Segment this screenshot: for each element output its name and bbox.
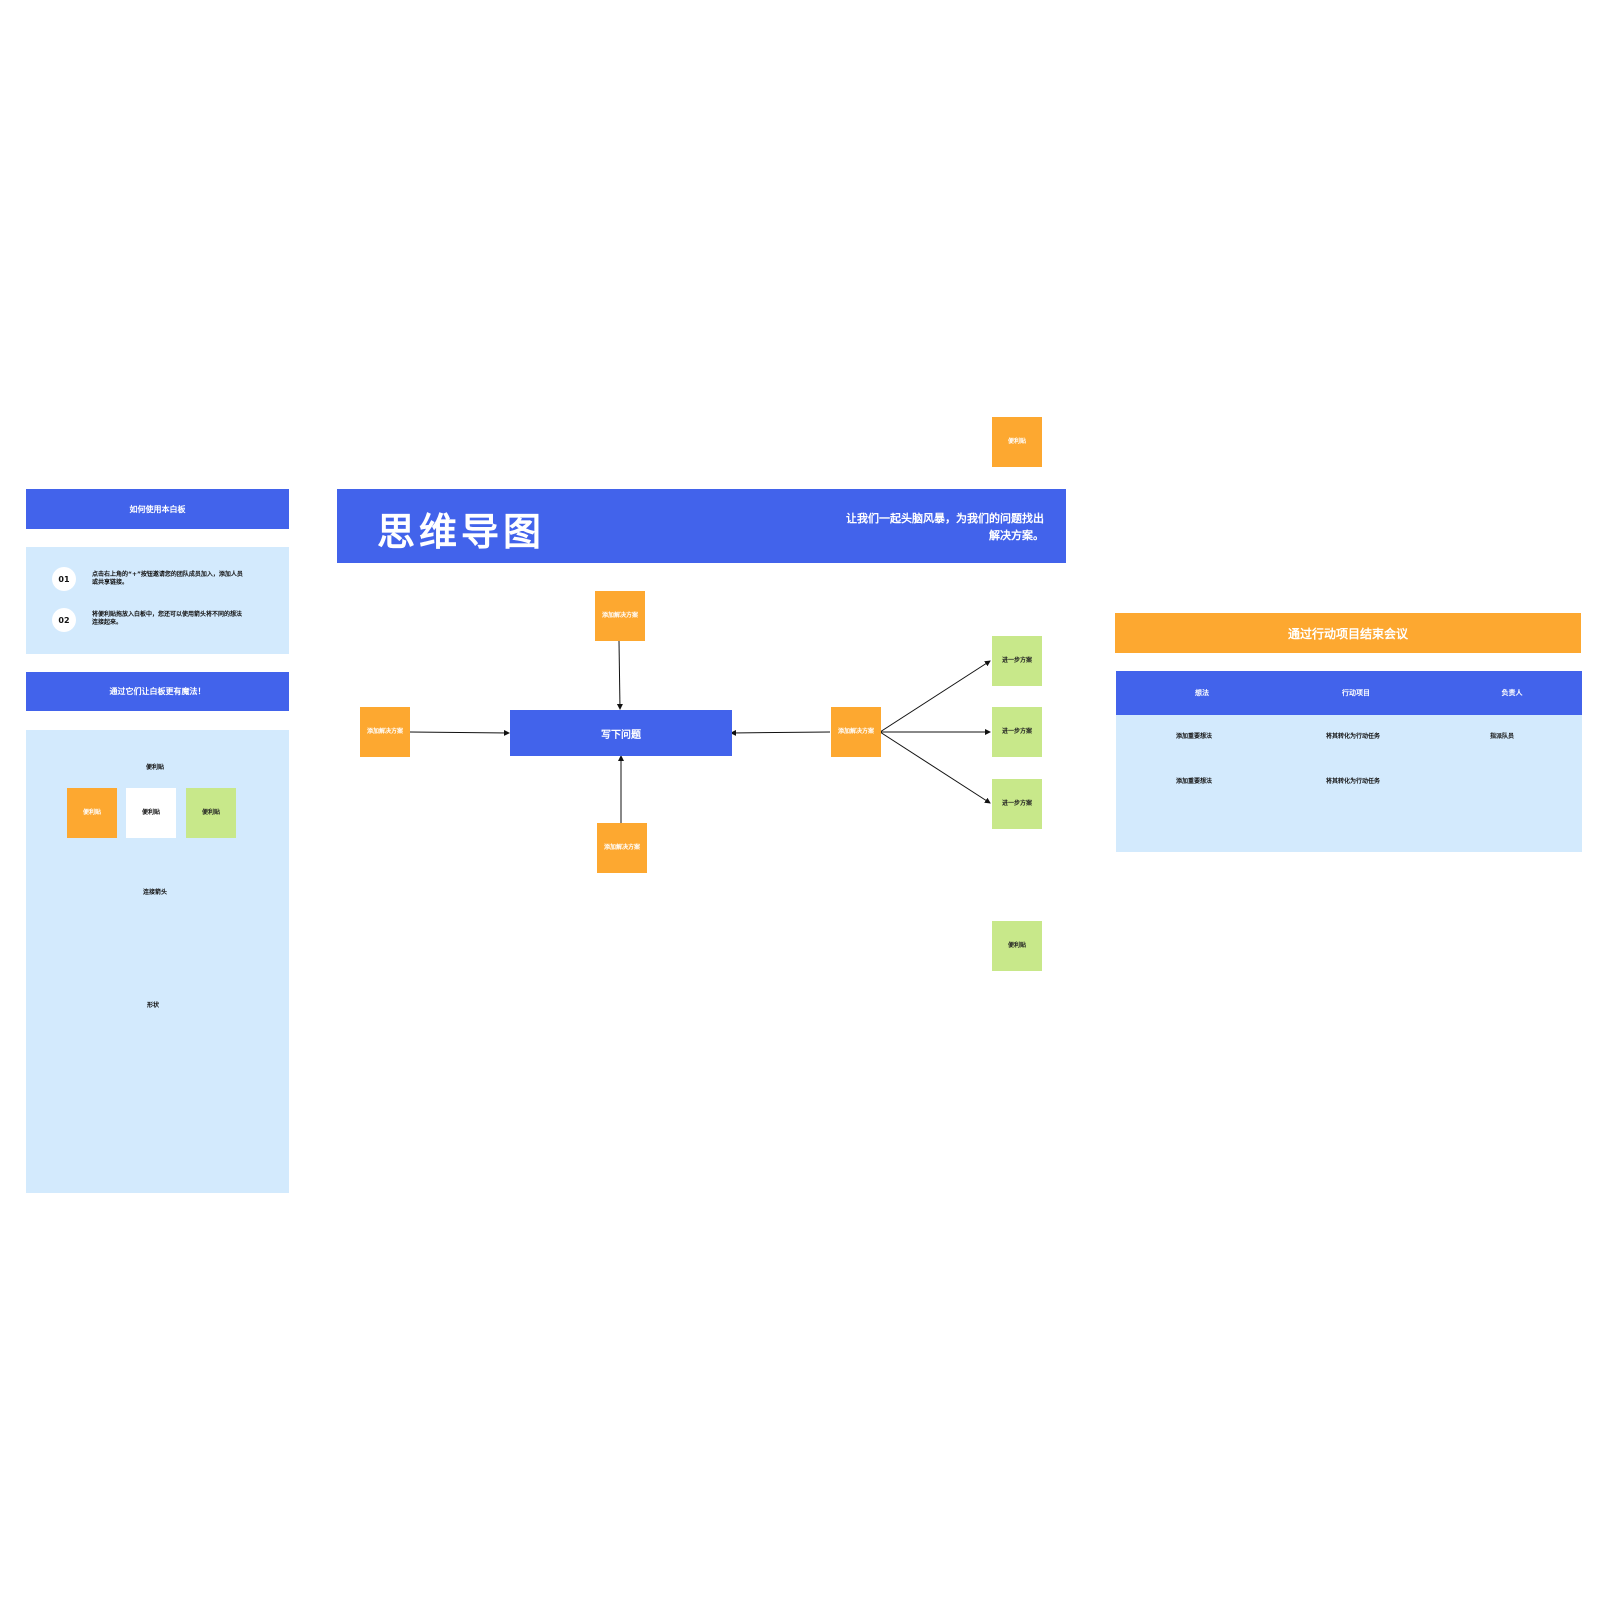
loose-note-bottom[interactable]: 便利贴 — [992, 921, 1042, 971]
next-step-node-2[interactable]: 进一步方案 — [992, 707, 1042, 757]
guide-header-text: 如何使用本白板 — [129, 504, 186, 514]
step-1-badge: 01 — [52, 567, 76, 591]
arrow-right-to-next-1[interactable] — [879, 660, 991, 733]
tools-header-text: 通过它们让白板更有魔法！ — [109, 687, 206, 696]
sticky-sample-white[interactable]: 便利贴 — [126, 788, 176, 838]
action-table-title: 通过行动项目结束会议 — [1115, 613, 1581, 653]
solution-node-left[interactable]: 添加解决方案 — [360, 707, 410, 757]
next-step-node-1[interactable]: 进一步方案 — [992, 636, 1042, 686]
action-table-body: 添加重要想法 将其转化为行动任务 指派队员 添加重要想法 将其转化为行动任务 — [1116, 715, 1582, 852]
sticky-sample-orange[interactable]: 便利贴 — [67, 788, 117, 838]
table-cell[interactable]: 将其转化为行动任务 — [1325, 732, 1380, 740]
loose-note-top[interactable]: 便利贴 — [992, 417, 1042, 467]
next-step-node-3[interactable]: 进一步方案 — [992, 779, 1042, 829]
table-cell[interactable] — [1452, 774, 1552, 786]
arrow-left-to-center[interactable] — [409, 729, 510, 736]
mindmap-subtitle: 让我们一起头脑风暴，为我们的问题找出 解决方案。 — [846, 512, 1044, 542]
arrow-section-label: 连接箭头 — [142, 888, 167, 896]
header-owner: 负责人 — [1501, 689, 1523, 697]
solution-node-top[interactable]: 添加解决方案 — [595, 591, 645, 641]
arrow-right-to-center[interactable] — [730, 729, 831, 736]
sticky-section-label: 便利贴 — [145, 763, 164, 771]
guide-header: 如何使用本白板 — [26, 489, 289, 529]
solution-node-bottom[interactable]: 添加解决方案 — [597, 823, 647, 873]
step-2-text: 将便利贴拖放入白板中，您还可以使用箭头将不同的想法 连接起来。 — [92, 611, 243, 627]
guide-steps-panel: 01 点击右上角的“+”按钮邀请您的团队成员加入，添加人员 或共享链接。 02 … — [26, 547, 289, 654]
action-table-header-row: 想法 行动项目 负责人 — [1116, 671, 1582, 715]
table-cell[interactable]: 将其转化为行动任务 — [1325, 777, 1380, 785]
step-1-text: 点击右上角的“+”按钮邀请您的团队成员加入，添加人员 或共享链接。 — [92, 571, 243, 587]
step-2-badge: 02 — [52, 608, 76, 632]
center-problem-node[interactable]: 写下问题 — [510, 710, 732, 756]
arrow-top-to-center[interactable] — [616, 640, 623, 710]
mindmap-banner: 思维导图 让我们一起头脑风暴，为我们的问题找出 解决方案。 — [337, 489, 1066, 563]
table-cell[interactable]: 指派队员 — [1489, 732, 1514, 740]
mindmap-title: 思维导图 — [377, 509, 546, 554]
table-cell[interactable]: 添加重要想法 — [1175, 732, 1212, 740]
table-cell[interactable]: 添加重要想法 — [1175, 777, 1212, 785]
arrow-right-to-next-3[interactable] — [879, 731, 991, 804]
shape-section-label: 形状 — [146, 1001, 159, 1009]
header-action-item: 行动项目 — [1342, 689, 1370, 697]
tools-header: 通过它们让白板更有魔法！ — [26, 672, 289, 711]
sticky-sample-green[interactable]: 便利贴 — [186, 788, 236, 838]
header-idea: 想法 — [1195, 689, 1209, 697]
solution-node-right[interactable]: 添加解决方案 — [831, 707, 881, 757]
